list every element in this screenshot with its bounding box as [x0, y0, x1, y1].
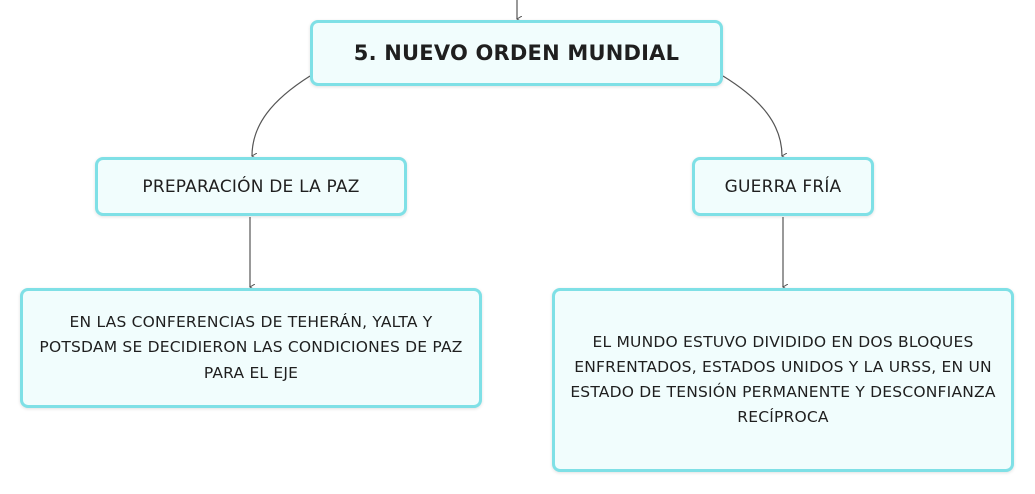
connector-root-to-right-branch [722, 75, 782, 156]
detail-text-guerra-fria: EL MUNDO ESTUVO DIVIDIDO EN DOS BLOQUES … [570, 332, 996, 427]
detail-node-guerra-fria[interactable]: EL MUNDO ESTUVO DIVIDIDO EN DOS BLOQUES … [552, 288, 1014, 472]
root-topic-label: 5. NUEVO ORDEN MUNDIAL [353, 41, 680, 65]
connector-root-to-left-branch [252, 75, 311, 156]
detail-node-preparacion-de-la-paz[interactable]: EN LAS CONFERENCIAS DE TEHERÁN, YALTA Y … [20, 288, 482, 408]
branch-label-preparacion-de-la-paz: PREPARACIÓN DE LA PAZ [142, 176, 360, 197]
branch-node-preparacion-de-la-paz[interactable]: PREPARACIÓN DE LA PAZ [95, 157, 407, 216]
root-topic-node[interactable]: 5. NUEVO ORDEN MUNDIAL [310, 20, 723, 86]
branch-node-guerra-fria[interactable]: GUERRA FRÍA [692, 157, 874, 216]
branch-label-guerra-fria: GUERRA FRÍA [724, 176, 842, 197]
detail-text-preparacion-de-la-paz: EN LAS CONFERENCIAS DE TEHERÁN, YALTA Y … [39, 313, 463, 382]
